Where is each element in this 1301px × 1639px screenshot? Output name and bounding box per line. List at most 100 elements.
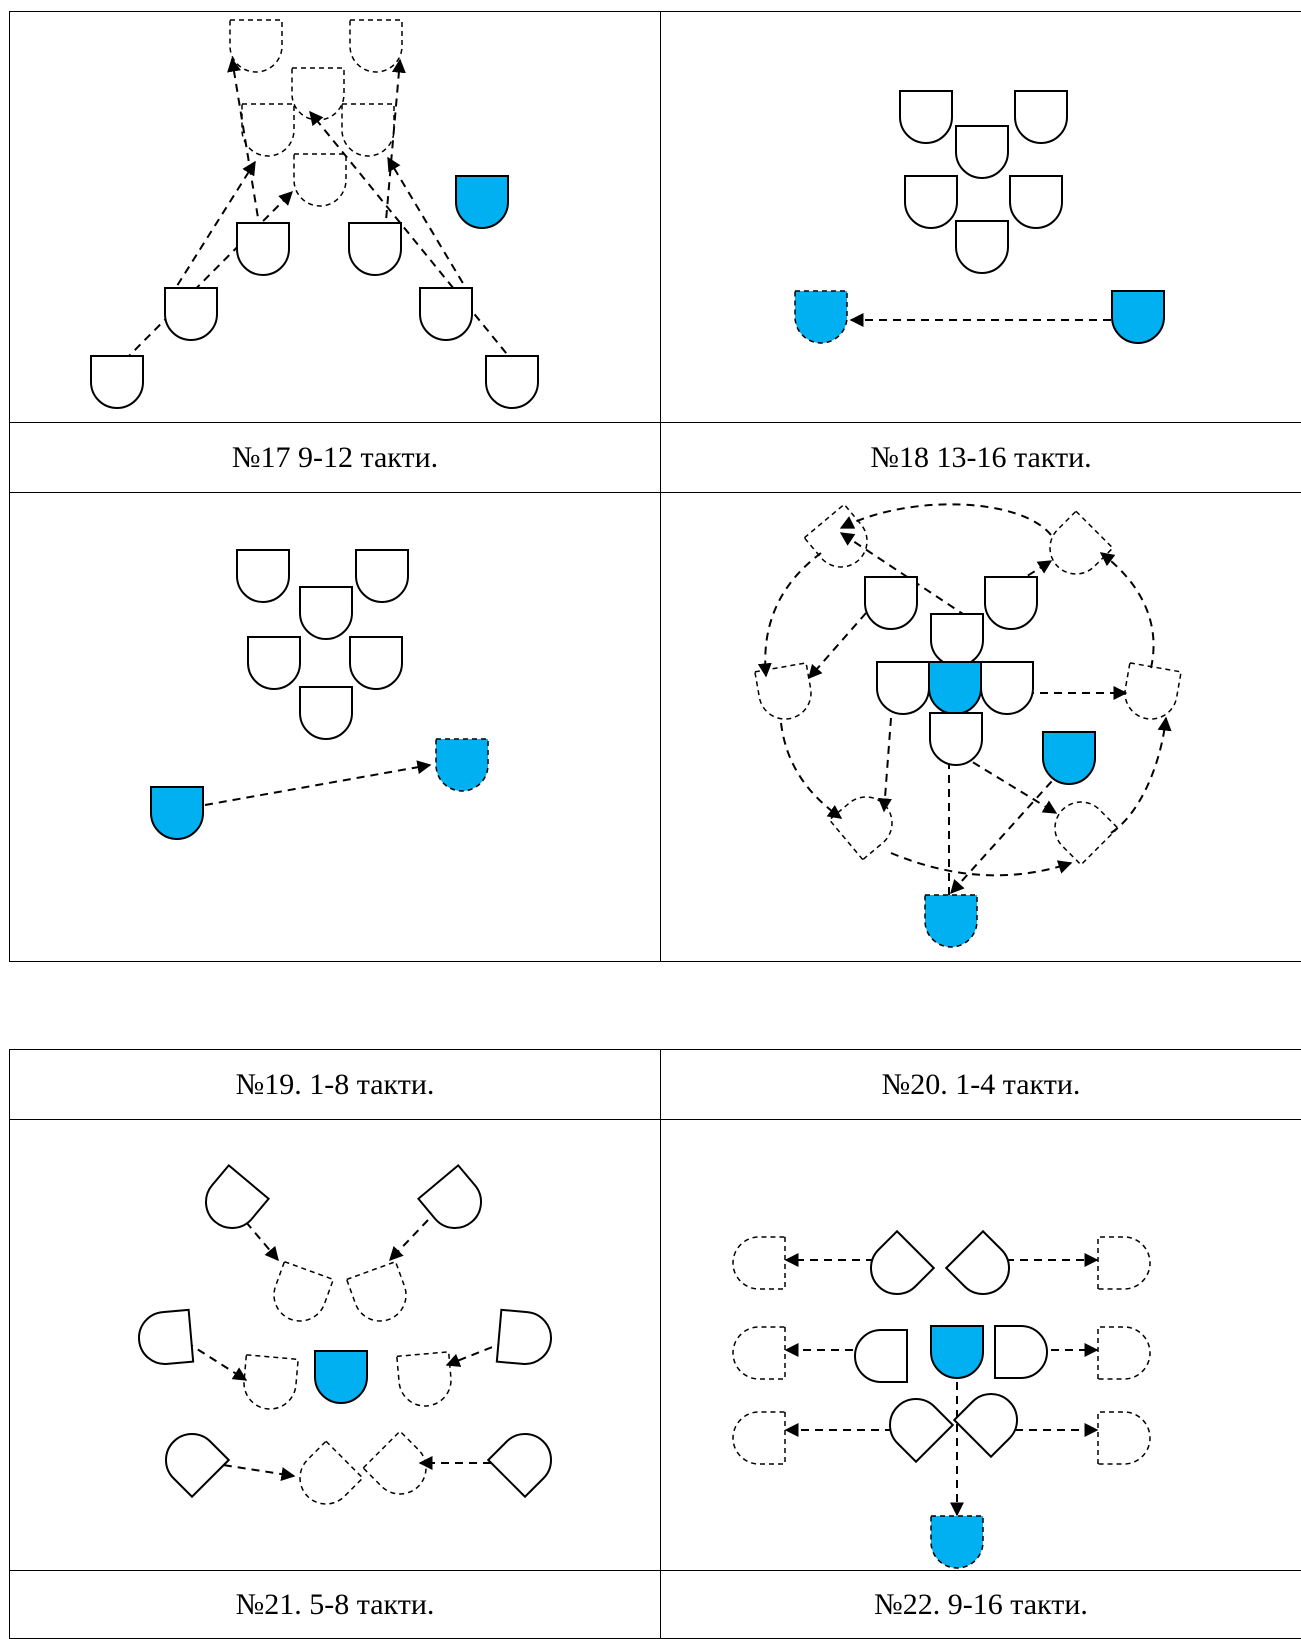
dancer-target-marker: [230, 20, 282, 72]
move-arrow: [809, 613, 866, 678]
dancer-target-marker: [1098, 1327, 1150, 1379]
dancer-target-marker: [829, 786, 902, 859]
dancer-marker: [995, 1326, 1047, 1378]
leader-target-marker: [925, 895, 977, 947]
dancer-target-marker: [294, 154, 346, 206]
diagram-22: [661, 1120, 1301, 1570]
dancer-marker: [905, 176, 957, 228]
dancer-target-marker: [733, 1412, 785, 1464]
move-arrow: [884, 718, 891, 811]
caption-18: №18 13-16 такти.: [661, 423, 1301, 493]
dancer-marker: [981, 662, 1033, 714]
diagram-table-bottom: №19. 1-8 такти. №20. 1-4 такти.: [9, 1049, 1301, 1639]
dancer-marker: [1010, 176, 1062, 228]
dancer-marker: [488, 1423, 562, 1497]
dancer-marker: [155, 1423, 229, 1497]
diagram-18-cell: [661, 12, 1301, 423]
caption-22: №22. 9-16 такти.: [661, 1571, 1301, 1639]
dancer-marker: [865, 577, 917, 629]
dancer-marker: [931, 614, 983, 666]
move-arrow: [891, 853, 1071, 875]
dancer-marker: [860, 1231, 934, 1305]
dancer-marker: [420, 288, 472, 340]
dancer-marker: [900, 91, 952, 143]
diagram-21: [10, 1120, 661, 1570]
dancer-marker: [1015, 91, 1067, 143]
diagram-19: [10, 493, 661, 961]
dancer-target-marker: [350, 20, 402, 72]
leader-marker: [1112, 291, 1164, 343]
dancer-marker: [486, 356, 538, 408]
move-arrow: [961, 755, 1056, 813]
dancer-target-marker: [397, 1352, 453, 1408]
leader-target-marker: [931, 1516, 983, 1568]
dancer-target-marker: [289, 1441, 363, 1515]
dancer-marker: [985, 577, 1037, 629]
dancer-target-marker: [804, 504, 877, 577]
dancer-target-marker: [292, 68, 344, 120]
dancer-marker: [91, 356, 143, 408]
move-arrow: [1111, 718, 1166, 833]
dancer-marker: [248, 637, 300, 689]
leader-target-marker: [436, 739, 488, 791]
dancer-marker: [300, 687, 352, 739]
leader-marker: [315, 1351, 367, 1403]
dancer-target-marker: [1044, 791, 1118, 865]
dancer-target-marker: [755, 663, 815, 723]
dancer-target-marker: [347, 1262, 414, 1329]
diagram-20-cell: [661, 493, 1301, 962]
diagram-19-cell: [10, 493, 661, 962]
dancer-target-marker: [242, 104, 294, 156]
diagram-17-cell: [10, 12, 661, 423]
diagram-20: [661, 493, 1301, 961]
move-arrow: [115, 192, 292, 370]
leader-marker: [151, 787, 203, 839]
dancer-target-marker: [733, 1327, 785, 1379]
move-arrow: [246, 1222, 278, 1260]
dancer-marker: [954, 1383, 1028, 1457]
caption-17: №17 9-12 такти.: [10, 423, 661, 493]
dancer-marker: [956, 126, 1008, 178]
diagram-17: [10, 12, 661, 422]
dancer-target-marker: [733, 1237, 785, 1289]
dancer-marker: [195, 1165, 268, 1238]
dancer-target-marker: [267, 1262, 334, 1329]
dancer-marker: [300, 587, 352, 639]
dancer-target-marker: [363, 1431, 437, 1505]
dancer-marker: [497, 1310, 553, 1366]
move-arrow: [781, 723, 841, 818]
dancer-marker: [418, 1165, 491, 1238]
move-arrow: [841, 504, 1051, 535]
move-arrow: [765, 553, 821, 676]
dancer-target-marker: [342, 104, 394, 156]
dancer-marker: [165, 288, 217, 340]
diagram-22-cell: [661, 1120, 1301, 1571]
caption-19: №19. 1-8 такти.: [10, 1050, 661, 1120]
dancer-marker: [855, 1330, 907, 1382]
caption-20: №20. 1-4 такти.: [661, 1050, 1301, 1120]
dancer-target-marker: [1039, 511, 1113, 585]
move-arrow: [310, 112, 515, 364]
dancer-marker: [137, 1310, 193, 1366]
dancer-marker: [350, 637, 402, 689]
move-arrow: [1101, 553, 1154, 668]
leader-marker: [456, 176, 508, 228]
dancer-target-marker: [242, 1355, 298, 1411]
leader-target-marker: [795, 291, 847, 343]
move-arrow: [186, 1342, 246, 1380]
dancer-marker: [356, 550, 408, 602]
move-arrow: [205, 765, 430, 805]
diagram-table-top: №17 9-12 такти. №18 13-16 такти.: [9, 11, 1301, 962]
diagram-18: [661, 12, 1301, 422]
dancer-marker: [877, 662, 929, 714]
dancer-marker: [349, 223, 401, 275]
move-arrow: [390, 1220, 428, 1260]
leader-marker: [929, 662, 981, 714]
dancer-target-marker: [1098, 1412, 1150, 1464]
leader-marker: [931, 1326, 983, 1378]
diagram-21-cell: [10, 1120, 661, 1571]
dancer-target-marker: [1098, 1237, 1150, 1289]
dancer-marker: [946, 1231, 1020, 1305]
dancer-marker: [930, 713, 982, 765]
leader-marker: [1043, 732, 1095, 784]
